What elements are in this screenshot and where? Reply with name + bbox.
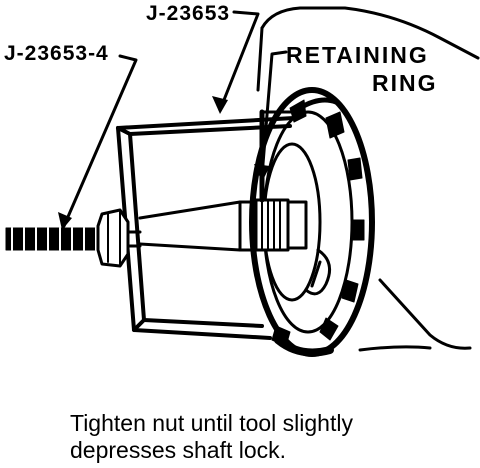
- column-housing: [256, 6, 480, 352]
- tool-cone: [138, 200, 258, 252]
- label-retaining-ring-line2: RING: [372, 70, 438, 96]
- label-j-23653: J-23653: [146, 2, 231, 25]
- leader-arrowheads: [58, 96, 270, 230]
- tool-frame: [116, 116, 296, 340]
- label-retaining-ring-line1: RETAINING: [286, 42, 429, 68]
- label-j-23653-4: J-23653-4: [4, 42, 109, 65]
- caption-line2: depresses shaft lock.: [70, 437, 287, 463]
- hex-nut: [96, 208, 130, 268]
- caption-line1: Tighten nut until tool slightly: [70, 410, 353, 436]
- leader-lines: [62, 10, 288, 228]
